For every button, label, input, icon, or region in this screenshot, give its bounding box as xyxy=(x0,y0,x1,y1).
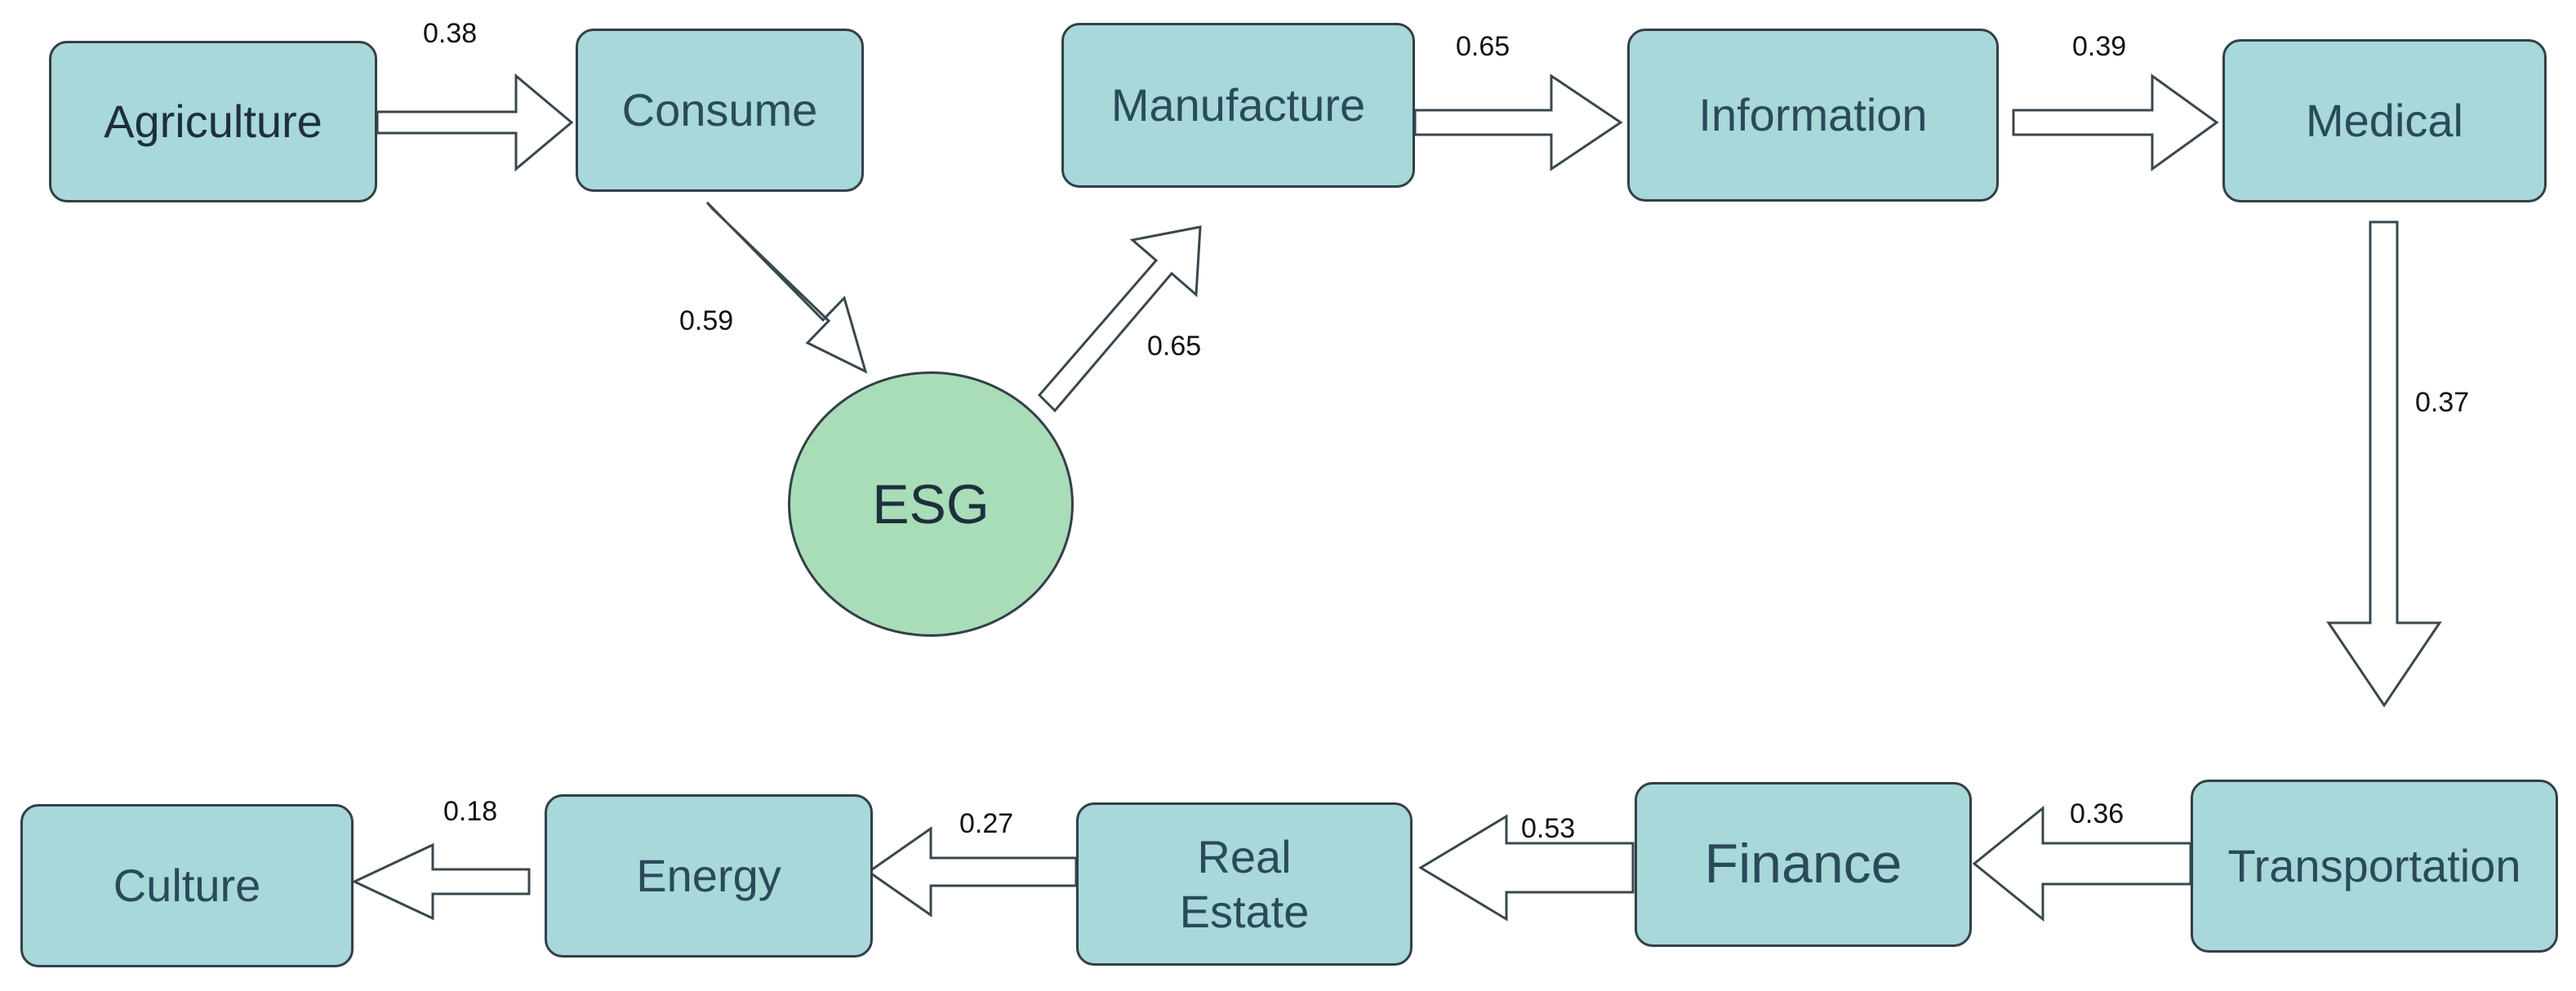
weight-transportation-finance: 0.36 xyxy=(2070,798,2124,829)
node-real-estate: Real Estate xyxy=(1076,802,1413,966)
arrow-esg-manufacture xyxy=(1037,225,1202,413)
node-medical-label: Medical xyxy=(2306,95,2463,147)
node-manufacture-label: Manufacture xyxy=(1110,79,1366,131)
arrow-agriculture-consume xyxy=(376,73,574,172)
weight-realestate-energy: 0.27 xyxy=(959,808,1014,839)
weight-esg-manufacture: 0.65 xyxy=(1147,331,1202,362)
node-medical: Medical xyxy=(2222,39,2547,202)
weight-agriculture-consume: 0.38 xyxy=(423,18,478,49)
node-energy: Energy xyxy=(545,794,873,958)
node-consume-label: Consume xyxy=(621,84,818,136)
node-information: Information xyxy=(1627,29,1999,202)
node-agriculture: Agriculture xyxy=(49,41,377,202)
weight-medical-transportation: 0.37 xyxy=(2415,387,2470,418)
node-transportation: Transportation xyxy=(2191,780,2558,953)
arrow-finance-realestate xyxy=(1418,814,1635,922)
weight-information-medical: 0.39 xyxy=(2072,31,2127,62)
node-information-label: Information xyxy=(1698,89,1928,141)
arrow-information-medical xyxy=(2012,73,2219,171)
node-culture-label: Culture xyxy=(113,860,261,912)
arrow-consume-esg xyxy=(705,201,868,374)
weight-finance-realestate: 0.53 xyxy=(1521,813,1576,844)
weight-consume-esg: 0.59 xyxy=(679,305,734,336)
node-culture: Culture xyxy=(20,804,354,967)
arrow-medical-transportation xyxy=(2326,220,2442,708)
node-finance-label: Finance xyxy=(1704,833,1902,895)
arrow-realestate-energy xyxy=(866,826,1078,918)
node-transportation-label: Transportation xyxy=(2227,840,2521,892)
node-energy-label: Energy xyxy=(636,850,781,902)
node-consume: Consume xyxy=(576,29,864,192)
node-manufacture: Manufacture xyxy=(1061,23,1415,188)
weight-energy-culture: 0.18 xyxy=(443,796,498,827)
node-real-estate-label-line1: Real xyxy=(1197,830,1292,882)
node-real-estate-label-line2: Estate xyxy=(1179,886,1310,937)
arrow-transportation-finance xyxy=(1972,805,2192,922)
node-finance: Finance xyxy=(1635,782,1972,947)
weight-manufacture-information: 0.65 xyxy=(1456,31,1510,62)
node-esg: ESG xyxy=(788,371,1074,637)
arrow-manufacture-information xyxy=(1413,73,1623,171)
arrow-energy-culture xyxy=(351,842,531,921)
node-agriculture-label: Agriculture xyxy=(104,96,323,148)
node-esg-label: ESG xyxy=(872,473,990,535)
